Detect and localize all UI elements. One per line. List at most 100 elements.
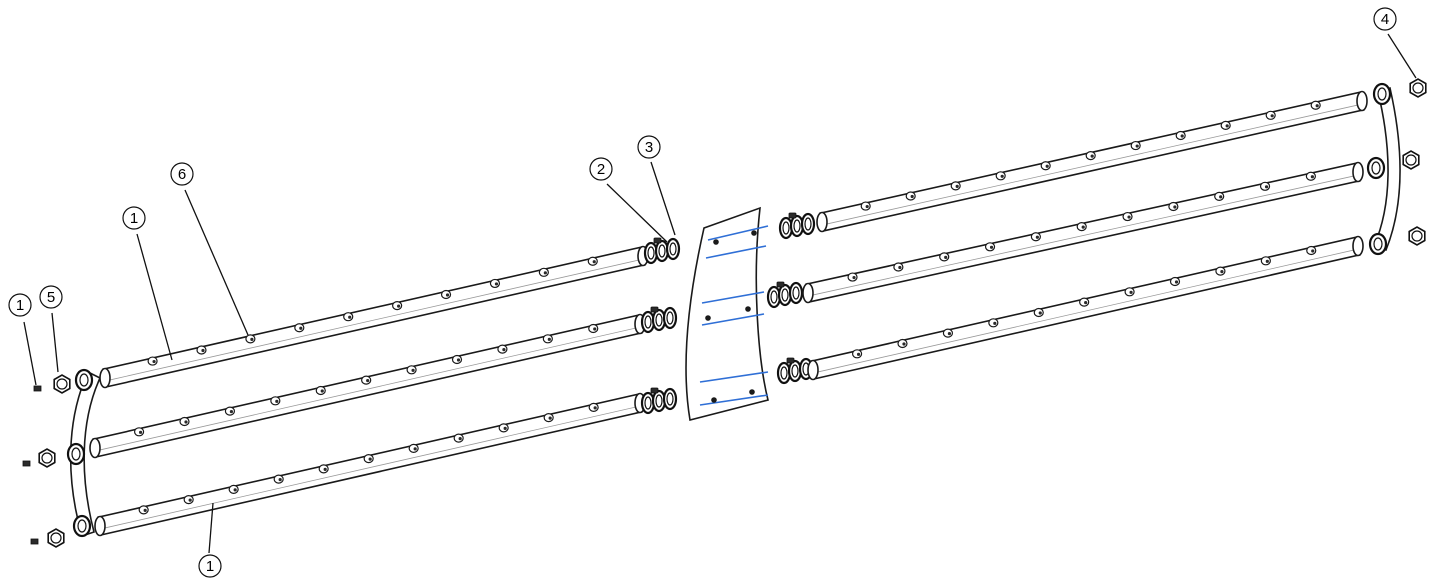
seal-ring-inner bbox=[644, 396, 652, 410]
coupling-left-bottom bbox=[640, 387, 678, 415]
nozzle-tip bbox=[413, 447, 417, 451]
nozzle-tip bbox=[201, 348, 205, 353]
balloon-1-pipe: 1 bbox=[122, 206, 173, 361]
pipe-end bbox=[816, 211, 828, 233]
svg-text:3: 3 bbox=[645, 139, 653, 156]
screw-left-mid bbox=[22, 460, 31, 467]
plate-edge-blue bbox=[705, 245, 767, 259]
pipe-left-bottom bbox=[94, 392, 646, 537]
assembly-parts bbox=[22, 78, 1427, 548]
nozzle-tip bbox=[902, 342, 906, 346]
nut-right-mid bbox=[1402, 150, 1420, 170]
seal-ring-inner bbox=[780, 366, 788, 380]
plate-hole bbox=[745, 306, 751, 312]
nozzle-tip bbox=[944, 255, 948, 259]
nozzle-tip bbox=[1045, 164, 1049, 168]
nozzle-tip bbox=[368, 457, 372, 461]
nozzle-tip bbox=[1264, 185, 1269, 189]
clamp-bolt bbox=[788, 212, 797, 219]
pipe-end bbox=[89, 437, 101, 459]
nozzle-tip bbox=[947, 332, 952, 336]
plate-hole bbox=[713, 239, 719, 245]
pipe-highlight bbox=[822, 103, 1363, 226]
bracket-eye bbox=[1372, 82, 1392, 106]
bracket-eye-bore bbox=[71, 447, 81, 461]
plate-edge-blue bbox=[701, 313, 765, 326]
nozzle-tip bbox=[1174, 280, 1179, 284]
nozzle-tip bbox=[593, 327, 597, 331]
nozzle-tip bbox=[1081, 225, 1085, 229]
balloon-1-left: 1 bbox=[8, 293, 37, 386]
nut-body bbox=[53, 374, 71, 394]
nozzle-tip bbox=[1219, 195, 1223, 199]
bracket-eye-bore bbox=[77, 519, 87, 533]
bracket-eye bbox=[1368, 232, 1388, 256]
svg-text:2: 2 bbox=[597, 161, 605, 178]
plate-body bbox=[685, 206, 769, 421]
nozzle-tip bbox=[856, 352, 861, 356]
seal-ring-inner bbox=[647, 246, 655, 260]
nozzle-tip bbox=[1038, 311, 1042, 315]
bracket-eye bbox=[72, 514, 92, 538]
pipe-end bbox=[99, 367, 111, 389]
seal-ring-inner bbox=[655, 313, 663, 327]
bracket-eye bbox=[74, 368, 94, 392]
nozzle-tip bbox=[502, 348, 506, 352]
bracket-eye-bore bbox=[1373, 237, 1383, 251]
nozzle-tip bbox=[250, 337, 254, 341]
balloon-1-bottom: 1 bbox=[198, 502, 222, 578]
seal-ring-inner bbox=[666, 392, 674, 406]
seal-ring bbox=[662, 306, 678, 330]
seal-ring bbox=[665, 237, 681, 261]
nozzle-tip bbox=[1225, 124, 1229, 128]
nozzle-tip bbox=[299, 326, 303, 330]
nozzle-tip bbox=[456, 358, 461, 362]
svg-text:5: 5 bbox=[47, 289, 55, 306]
bracket-eye-bore bbox=[1377, 87, 1387, 101]
nozzle-tip bbox=[993, 321, 997, 325]
center-mounting-plate bbox=[685, 206, 769, 421]
seal-ring-inner bbox=[804, 217, 812, 231]
seal-ring-inner bbox=[770, 290, 778, 304]
seal-ring bbox=[788, 281, 804, 305]
clamp-bolt bbox=[786, 357, 795, 364]
pipe-body bbox=[810, 236, 1361, 380]
screw-left-top bbox=[33, 385, 42, 392]
nozzle-tip bbox=[143, 508, 147, 512]
nozzle-tip bbox=[1180, 134, 1184, 138]
nut-bore bbox=[1411, 230, 1423, 242]
nozzle-tip bbox=[323, 467, 327, 471]
nozzle-tip bbox=[278, 478, 282, 482]
pipe-end bbox=[94, 515, 106, 537]
pipe-left-mid bbox=[89, 313, 646, 459]
screw-left-bottom bbox=[30, 538, 39, 545]
nozzle-tip bbox=[411, 368, 415, 372]
coupling-left-top bbox=[643, 237, 681, 265]
seal-ring-inner bbox=[792, 286, 800, 300]
nozzle-tip bbox=[1311, 249, 1315, 253]
bracket-eye bbox=[66, 442, 86, 466]
nut-left-top bbox=[53, 374, 71, 394]
nozzle-tip bbox=[233, 488, 237, 492]
nozzle-tip bbox=[184, 420, 188, 424]
nut-bore bbox=[1405, 154, 1417, 166]
bracket-eye-bore bbox=[79, 373, 89, 387]
clamp-bolt bbox=[650, 387, 659, 394]
nozzle-tip bbox=[229, 410, 234, 414]
plate-edge-blue bbox=[699, 394, 769, 406]
nut-bore bbox=[41, 452, 53, 464]
nozzle-tip bbox=[955, 184, 959, 188]
pipe-right-mid bbox=[802, 161, 1364, 304]
nozzle-tip bbox=[1310, 175, 1314, 179]
nozzle-tip bbox=[592, 260, 596, 264]
nut-body bbox=[38, 448, 56, 468]
coupling-right-top bbox=[778, 212, 816, 240]
pipe-body bbox=[97, 393, 643, 536]
pipe-end bbox=[807, 359, 819, 381]
svg-text:1: 1 bbox=[130, 210, 138, 227]
nozzle-tip bbox=[543, 271, 547, 275]
pipe-body bbox=[819, 91, 1365, 232]
plate-edge-blue bbox=[707, 225, 769, 241]
nut-left-bottom bbox=[47, 528, 65, 548]
nozzle-tip bbox=[1035, 235, 1039, 239]
